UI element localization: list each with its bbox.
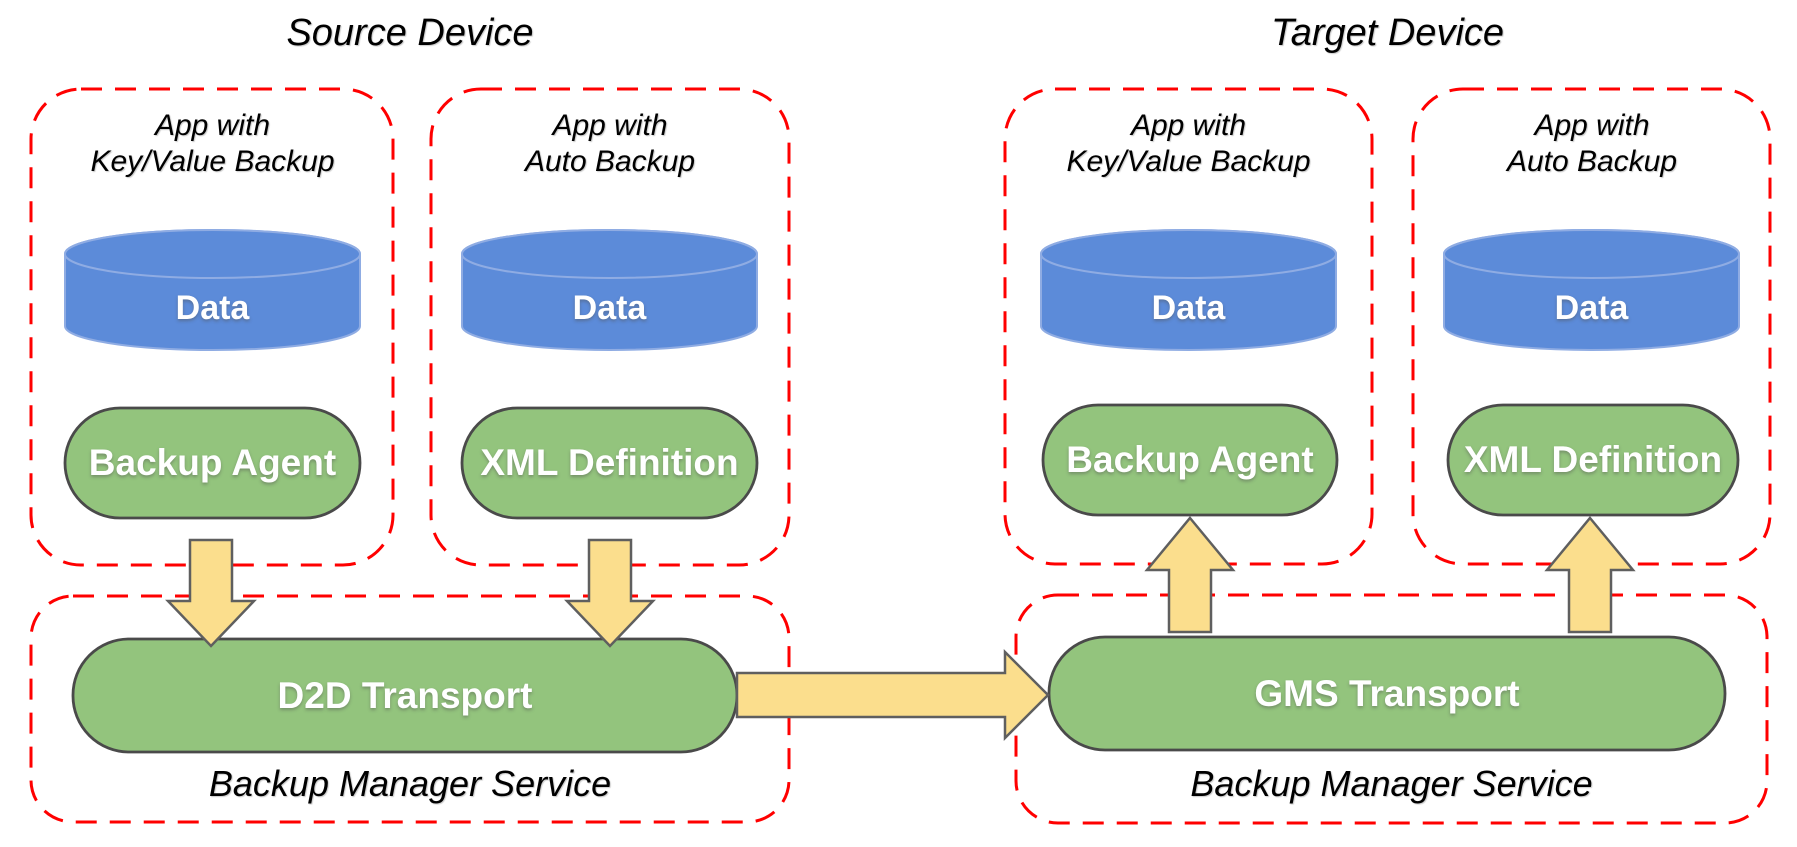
target-auto-app-box [1411, 87, 1772, 566]
target-xml-definition-pill [1446, 403, 1740, 517]
app-title-line2: Auto Backup [524, 145, 696, 178]
source-keyvalue-data-cylinder [64, 229, 361, 351]
down-arrow-backup-agent-to-d2d [165, 538, 257, 648]
source-backup-manager-service-label: Backup Manager Service [208, 763, 612, 804]
source-keyvalue-data-label: Data [175, 289, 250, 327]
target-auto-app-title: App with Auto Backup [1412, 108, 1772, 180]
app-title-line2: Key/Value Backup [90, 145, 335, 178]
gms-transport-pill [1047, 635, 1727, 752]
app-title-line1: App with [1534, 109, 1650, 142]
down-arrow-xml-definition-to-d2d [564, 538, 656, 648]
source-keyvalue-app-title: App with Key/Value Backup [30, 108, 395, 180]
target-xml-definition-label: XML Definition [1463, 439, 1723, 480]
target-backup-manager-service-label: Backup Manager Service [1190, 763, 1593, 804]
target-keyvalue-data-label: Data [1151, 289, 1226, 327]
target-backup-agent-label: Backup Agent [1066, 439, 1314, 480]
gms-transport-label: GMS Transport [1254, 673, 1520, 714]
target-backup-agent-pill [1041, 403, 1339, 517]
source-device-title: Source Device [286, 12, 534, 54]
app-title-line1: App with [1130, 109, 1247, 142]
app-title-line2: Key/Value Backup [1066, 145, 1311, 178]
app-title-line1: App with [154, 109, 271, 142]
app-title-line1: App with [552, 109, 668, 142]
app-title-line2: Auto Backup [1506, 145, 1678, 178]
source-backup-agent-pill [63, 406, 362, 520]
up-arrow-gms-to-xml-definition [1544, 516, 1636, 634]
source-auto-data-label: Data [572, 289, 647, 327]
right-arrow-d2d-to-gms [735, 648, 1050, 742]
up-arrow-gms-to-backup-agent [1144, 516, 1236, 634]
target-keyvalue-app-title: App with Key/Value Backup [1004, 108, 1373, 180]
source-xml-definition-label: XML Definition [480, 442, 739, 483]
target-auto-data-label: Data [1554, 289, 1629, 327]
d2d-transport-label: D2D Transport [277, 675, 533, 716]
target-device-title: Target Device [1270, 12, 1505, 54]
target-auto-data-cylinder [1443, 229, 1740, 351]
source-auto-data-cylinder [461, 229, 758, 351]
source-backup-agent-label: Backup Agent [88, 442, 337, 483]
target-keyvalue-data-cylinder [1040, 229, 1337, 351]
source-xml-definition-pill [460, 406, 759, 520]
source-auto-app-title: App with Auto Backup [430, 108, 790, 180]
